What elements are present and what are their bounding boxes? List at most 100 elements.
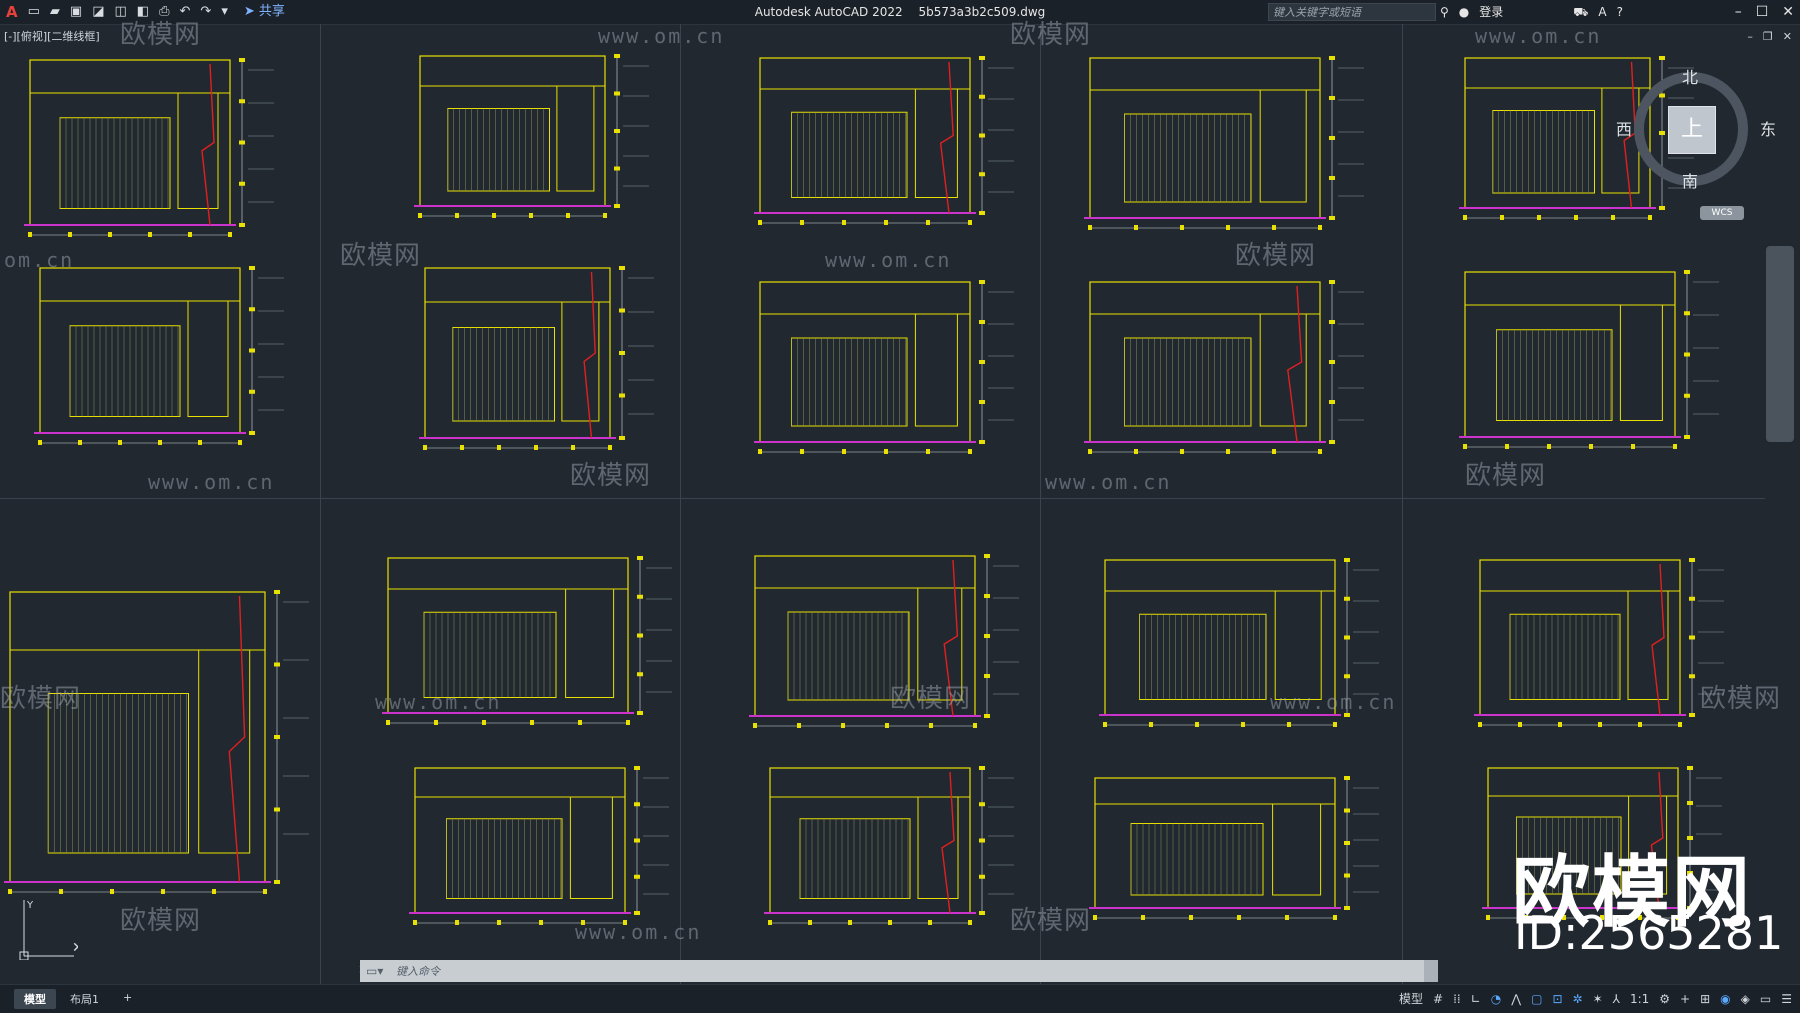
hardware-acceleration-icon[interactable]: ◉ (1720, 992, 1731, 1006)
app-menu-button[interactable]: A (6, 3, 18, 21)
viewcube[interactable]: 北 南 东 西 上 (1616, 68, 1780, 220)
viewcube-ring (1634, 72, 1748, 186)
layout-tab[interactable]: 模型 (14, 989, 56, 1009)
layout-tab[interactable]: + (123, 991, 133, 1004)
save-web-icon[interactable]: ◧ (136, 4, 150, 19)
open-web-icon[interactable]: ◫ (114, 4, 127, 19)
title-bar: A ▭ ▰ ▣ ◪ ◫ ◧ ⎙ ↶ ↷ ▾ ➤ 共享 Autodesk Auto… (0, 0, 1800, 25)
url-watermark: www.om.cn (148, 470, 275, 494)
elevation-drawing[interactable] (1472, 758, 1722, 928)
annotation-visibility-icon[interactable]: ✲ (1572, 992, 1583, 1006)
annotation-monitor-icon[interactable]: + (1680, 992, 1691, 1006)
elevation-drawing[interactable] (409, 258, 654, 458)
save-icon[interactable]: ▣ (69, 4, 83, 19)
frame-line (1040, 24, 1041, 984)
login-button[interactable]: 登录 (1479, 5, 1504, 19)
wcs-menu-button[interactable]: WCS (1700, 206, 1744, 220)
status-toggles: 模型 # ⁞⁞ ∟ ◔ ⋀ ▢ ⊡ ✲ ✶ ⅄ 1:1 ⚙ + ⊞ ◉ ◈ ▭ … (1399, 985, 1792, 1013)
elevation-drawing[interactable] (404, 46, 649, 226)
object-snap-icon[interactable]: ▢ (1531, 992, 1543, 1006)
viewcube-west[interactable]: 西 (1616, 120, 1633, 139)
help-icon[interactable]: ? (1616, 5, 1623, 19)
annotation-scale-value[interactable]: 1:1 (1629, 992, 1650, 1006)
share-button[interactable]: ➤ 共享 (243, 4, 285, 19)
isolate-objects-icon[interactable]: ◈ (1740, 992, 1750, 1006)
doc-minimize-icon[interactable]: – (1747, 30, 1753, 43)
viewcube-south[interactable]: 南 (1682, 172, 1699, 191)
isodraft-icon[interactable]: ⋀ (1511, 992, 1522, 1006)
doc-restore-icon[interactable]: ❐ (1762, 30, 1773, 43)
close-icon[interactable]: ✕ (1782, 4, 1794, 20)
object-track-icon[interactable]: ⊡ (1552, 992, 1563, 1006)
brand-watermark: 欧模网 (570, 461, 652, 491)
user-icon[interactable]: ● (1458, 5, 1470, 19)
file-name: 5b573a3b2c509.dwg (918, 5, 1046, 19)
svg-text:✕: ✕ (72, 940, 78, 956)
undo-icon[interactable]: ↶ (179, 4, 191, 19)
clean-screen-icon[interactable]: ▭ (1759, 992, 1772, 1006)
elevation-drawing[interactable] (1464, 550, 1724, 735)
frame-line (680, 24, 681, 984)
snap-icon[interactable]: ⁞⁞ (1453, 992, 1461, 1006)
units-icon[interactable]: ⊞ (1700, 992, 1711, 1006)
viewcube-north[interactable]: 北 (1682, 68, 1699, 87)
elevation-drawing[interactable] (744, 48, 1014, 233)
elevation-drawing[interactable] (1074, 272, 1364, 462)
elevation-drawing[interactable] (1079, 768, 1379, 928)
auto-scale-icon[interactable]: ✶ (1592, 992, 1603, 1006)
ucs-icon: Y ✕ (19, 900, 78, 960)
redo-icon[interactable]: ↷ (200, 4, 212, 19)
navigation-bar[interactable] (1766, 246, 1794, 442)
autodesk-app-icon[interactable]: A (1598, 5, 1607, 19)
elevation-drawing[interactable] (14, 50, 274, 245)
maximize-icon[interactable]: ☐ (1755, 4, 1769, 20)
layout-tab[interactable]: 布局1 (70, 993, 99, 1006)
share-label: 共享 (258, 4, 285, 19)
open-folder-icon[interactable]: ▰ (49, 4, 60, 19)
annotation-scale-icon[interactable]: ⅄ (1612, 992, 1620, 1006)
polar-icon[interactable]: ◔ (1490, 992, 1502, 1006)
save-as-icon[interactable]: ◪ (92, 4, 105, 19)
workspace-gear-icon[interactable]: ⚙ (1659, 992, 1671, 1006)
command-scrollbar[interactable] (1424, 960, 1438, 982)
frame-line (320, 24, 321, 984)
title-right-tools: ⚲ ● 登录 ⛟ A ? (1440, 0, 1623, 24)
elevation-drawing[interactable] (24, 258, 284, 453)
elevation-drawing[interactable] (1074, 48, 1364, 238)
search-icon[interactable]: ⚲ (1440, 5, 1449, 19)
status-bar: 模型 布局1 + 模型 # ⁞⁞ ∟ ◔ ⋀ ▢ ⊡ ✲ ✶ ⅄ 1:1 ⚙ + ⊞… (0, 984, 1800, 1013)
ortho-icon[interactable]: ∟ (1470, 992, 1481, 1006)
command-line[interactable]: ▭▾ 键入命令 (360, 960, 1438, 982)
model-space-toggle[interactable]: 模型 (1398, 992, 1423, 1006)
brand-watermark-large: 欧模网 (1512, 848, 1753, 938)
elevation-drawing[interactable] (0, 582, 309, 902)
viewcube-east[interactable]: 东 (1760, 120, 1777, 139)
new-file-icon[interactable]: ▭ (27, 4, 40, 19)
window-controls: – ☐ ✕ (1735, 0, 1794, 24)
search-input[interactable]: 键入关键字或短语 (1268, 3, 1436, 21)
minimize-icon[interactable]: – (1734, 4, 1742, 20)
customization-menu-icon[interactable]: ☰ (1781, 992, 1792, 1006)
elevation-drawing[interactable] (1449, 48, 1694, 228)
url-watermark: www.om.cn (1045, 470, 1172, 494)
customize-dropdown-icon[interactable]: ▾ (221, 4, 228, 19)
viewcube-top-face[interactable]: 上 (1668, 106, 1716, 154)
elevation-drawing[interactable] (399, 758, 669, 933)
url-watermark: www.om.cn (1475, 24, 1602, 48)
print-icon[interactable]: ⎙ (159, 4, 170, 19)
elevation-drawing[interactable] (1449, 262, 1719, 457)
elevation-drawing[interactable] (744, 272, 1014, 462)
elevation-drawing[interactable] (372, 548, 672, 733)
cart-icon[interactable]: ⛟ (1573, 5, 1589, 19)
doc-close-icon[interactable]: ✕ (1782, 30, 1792, 43)
elevation-drawing[interactable] (754, 758, 1014, 933)
elevation-drawing[interactable] (1089, 550, 1379, 735)
command-history-icon[interactable]: ▭▾ (366, 964, 384, 978)
command-input[interactable]: 键入命令 (396, 965, 440, 978)
svg-text:Y: Y (26, 900, 34, 911)
url-watermark: www.om.cn (598, 24, 725, 48)
model-id-label: ID:2565281 (1514, 906, 1784, 960)
viewport-controls-label[interactable]: [-][俯视][二维线框] (4, 30, 100, 43)
grid-icon[interactable]: # (1433, 992, 1444, 1006)
elevation-drawing[interactable] (739, 546, 1019, 736)
